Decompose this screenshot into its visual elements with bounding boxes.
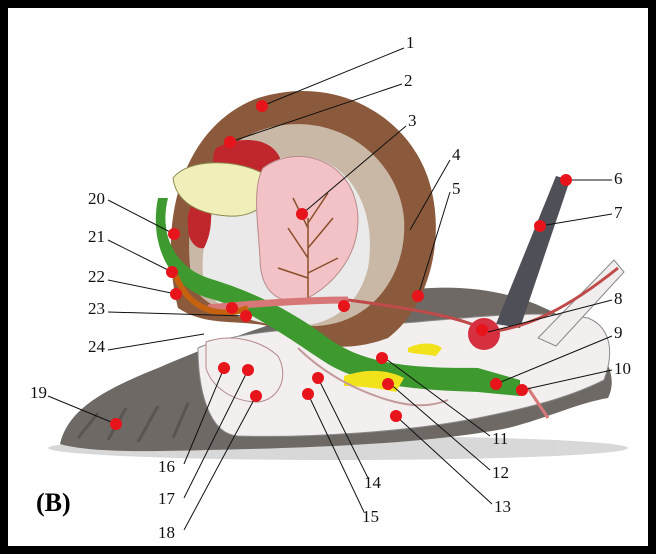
marker-10 xyxy=(516,384,528,396)
marker-19 xyxy=(110,418,122,430)
snail-anatomy-diagram: 1 2 3 4 5 6 7 8 9 10 11 12 13 14 15 16 1… xyxy=(8,8,648,546)
marker-21 xyxy=(166,266,178,278)
label-15: 15 xyxy=(362,507,379,526)
marker-16 xyxy=(218,362,230,374)
label-18: 18 xyxy=(158,523,175,542)
label-23: 23 xyxy=(88,299,105,318)
marker-13 xyxy=(390,410,402,422)
marker-14 xyxy=(312,372,324,384)
label-4: 4 xyxy=(452,145,461,164)
label-16: 16 xyxy=(158,457,175,476)
panel-label: (B) xyxy=(36,488,71,518)
label-17: 17 xyxy=(158,489,176,508)
label-19: 19 xyxy=(30,383,47,402)
marker-6 xyxy=(560,174,572,186)
label-22: 22 xyxy=(88,267,105,286)
label-13: 13 xyxy=(494,497,511,516)
marker-4 xyxy=(338,300,350,312)
marker-20 xyxy=(168,228,180,240)
label-8: 8 xyxy=(614,289,623,308)
label-3: 3 xyxy=(408,111,417,130)
label-9: 9 xyxy=(614,323,623,342)
marker-8 xyxy=(476,324,488,336)
marker-17 xyxy=(242,364,254,376)
marker-24 xyxy=(240,310,252,322)
marker-9 xyxy=(490,378,502,390)
label-1: 1 xyxy=(406,33,415,52)
label-24: 24 xyxy=(88,337,106,356)
marker-1 xyxy=(256,100,268,112)
marker-7 xyxy=(534,220,546,232)
label-20: 20 xyxy=(88,189,105,208)
marker-22 xyxy=(170,288,182,300)
label-10: 10 xyxy=(614,359,631,378)
label-6: 6 xyxy=(614,169,623,188)
label-7: 7 xyxy=(614,203,623,222)
marker-2 xyxy=(224,136,236,148)
marker-18 xyxy=(250,390,262,402)
diagram-canvas: 1 2 3 4 5 6 7 8 9 10 11 12 13 14 15 16 1… xyxy=(8,8,648,546)
label-12: 12 xyxy=(492,463,509,482)
marker-15 xyxy=(302,388,314,400)
marker-12 xyxy=(382,378,394,390)
label-21: 21 xyxy=(88,227,105,246)
label-11: 11 xyxy=(492,429,508,448)
marker-3 xyxy=(296,208,308,220)
marker-5 xyxy=(412,290,424,302)
label-14: 14 xyxy=(364,473,382,492)
marker-11 xyxy=(376,352,388,364)
label-5: 5 xyxy=(452,179,461,198)
marker-23 xyxy=(226,302,238,314)
label-2: 2 xyxy=(404,71,413,90)
